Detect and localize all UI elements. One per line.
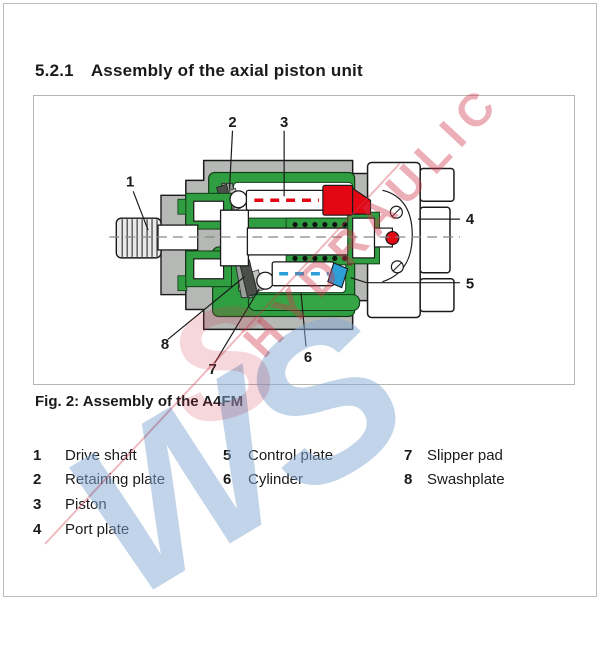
piston-head-red xyxy=(322,184,354,216)
legend-item-number: 1 xyxy=(33,446,42,464)
legend-column-1: 1 Drive shaft 2 Retaining plate 3 Piston… xyxy=(33,443,165,541)
legend-item-label: Swashplate xyxy=(427,471,505,489)
legend-item: 4 Port plate xyxy=(33,517,165,542)
legend-item: 8 Swashplate xyxy=(404,468,505,493)
legend-item-label: Cylinder xyxy=(248,471,304,489)
callout-label-6: 6 xyxy=(304,350,312,366)
legend-item-number: 5 xyxy=(223,446,232,464)
callout-label-5: 5 xyxy=(466,277,474,293)
bearing-bottom xyxy=(193,258,225,280)
port-plate-boss xyxy=(419,206,451,274)
shaft-end-port xyxy=(385,230,400,246)
shaft-hub xyxy=(219,209,250,267)
callout-label-8: 8 xyxy=(161,337,169,353)
callout-label-1: 1 xyxy=(126,174,134,190)
cylinder-port-lower xyxy=(247,294,361,312)
legend-item-label: Control plate xyxy=(248,446,334,464)
piston-ball-top xyxy=(229,190,248,209)
legend-item: 1 Drive shaft xyxy=(33,443,165,468)
legend-item-number: 3 xyxy=(33,495,42,513)
legend-item: 5 Control plate xyxy=(223,443,333,468)
legend-item: 7 Slipper pad xyxy=(404,443,505,468)
legend-item-label: Drive shaft xyxy=(65,446,137,464)
assembly-diagram: 1 2 3 4 5 6 7 8 xyxy=(109,115,475,378)
legend-item-label: Slipper pad xyxy=(427,446,503,464)
figure-caption: Fig. 2: Assembly of the A4FM xyxy=(35,393,244,410)
legend-item: 2 Retaining plate xyxy=(33,468,165,493)
legend-item-number: 2 xyxy=(33,471,42,489)
legend-item-label: Piston xyxy=(65,495,107,513)
legend-item-number: 7 xyxy=(404,446,413,464)
callout-label-4: 4 xyxy=(466,212,475,228)
bearing-top xyxy=(193,200,225,222)
section-number: 5.2.1 xyxy=(35,61,74,80)
legend-column-3: 7 Slipper pad 8 Swashplate xyxy=(404,443,505,492)
callout-label-2: 2 xyxy=(228,115,236,131)
legend-item-label: Port plate xyxy=(65,520,130,538)
legend-item: 3 Piston xyxy=(33,492,165,517)
piston-ball-bottom xyxy=(256,271,275,290)
figure-frame: 1 2 3 4 5 6 7 8 xyxy=(33,95,575,385)
bearing-right xyxy=(352,217,376,259)
shaft-spline xyxy=(115,217,162,259)
callout-label-3: 3 xyxy=(280,115,288,131)
legend-item-number: 8 xyxy=(404,471,413,489)
legend-item-number: 6 xyxy=(223,471,232,489)
callout-label-7: 7 xyxy=(208,362,216,378)
legend-item: 6 Cylinder xyxy=(223,468,333,493)
section-title: Assembly of the axial piston unit xyxy=(90,61,363,80)
section-heading: 5.2.1 Assembly of the axial piston unit xyxy=(35,61,363,81)
legend-item-number: 4 xyxy=(33,520,42,538)
legend-column-2: 5 Control plate 6 Cylinder xyxy=(223,443,333,492)
legend-item-label: Retaining plate xyxy=(65,471,166,489)
port-plate-lug-bottom xyxy=(419,277,455,313)
port-plate-lug-top xyxy=(419,167,455,203)
